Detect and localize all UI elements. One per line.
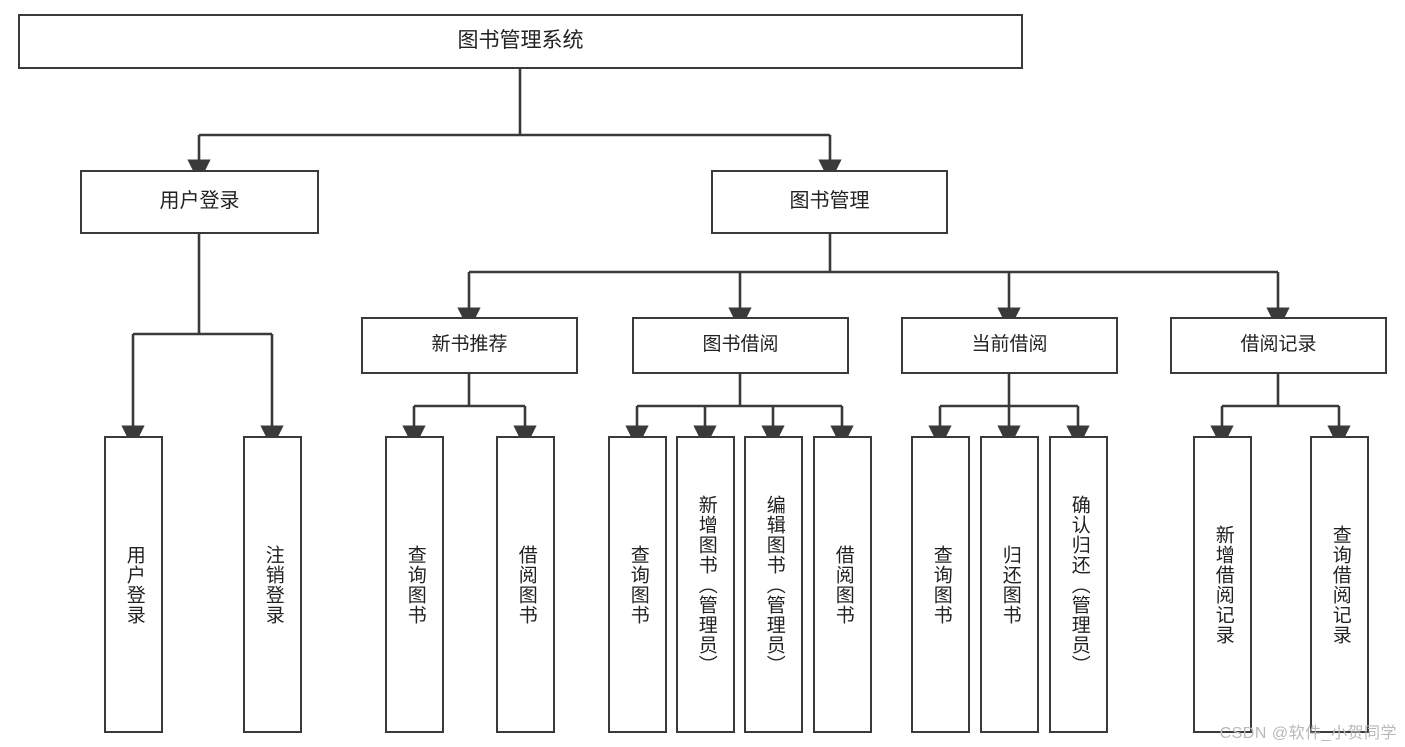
node-leaf-return-book-label: 归还图书 xyxy=(999,544,1021,625)
node-leaf-borrow-book-1-label: 借阅图书 xyxy=(515,544,537,625)
node-leaf-borrow-book-1[interactable]: 借阅图书 xyxy=(496,436,555,733)
node-leaf-query-record[interactable]: 查询借阅记录 xyxy=(1310,436,1369,733)
node-leaf-return-book[interactable]: 归还图书 xyxy=(980,436,1039,733)
node-current-borrow-label: 当前借阅 xyxy=(971,334,1048,356)
node-leaf-logout-label: 注销登录 xyxy=(262,544,284,625)
node-leaf-add-book-label: 新增图书（管理员） xyxy=(695,494,717,675)
node-root[interactable]: 图书管理系统 xyxy=(18,14,1023,69)
node-user-login[interactable]: 用户登录 xyxy=(80,170,319,234)
node-leaf-edit-book-label: 编辑图书（管理员） xyxy=(763,494,785,675)
node-borrow-record[interactable]: 借阅记录 xyxy=(1170,317,1387,374)
node-leaf-confirm-return-label: 确认归还（管理员） xyxy=(1068,494,1090,675)
node-leaf-add-book[interactable]: 新增图书（管理员） xyxy=(676,436,735,733)
watermark: CSDN @软件_小贺同学 xyxy=(1219,725,1397,742)
node-leaf-add-record-label: 新增借阅记录 xyxy=(1212,524,1234,645)
node-leaf-query-book-3[interactable]: 查询图书 xyxy=(911,436,970,733)
node-current-borrow[interactable]: 当前借阅 xyxy=(901,317,1118,374)
node-leaf-borrow-book-2-label: 借阅图书 xyxy=(832,544,854,625)
node-leaf-user-login[interactable]: 用户登录 xyxy=(104,436,163,733)
node-borrow-record-label: 借阅记录 xyxy=(1240,334,1317,356)
node-book-manage[interactable]: 图书管理 xyxy=(711,170,948,234)
node-root-label: 图书管理系统 xyxy=(457,29,584,53)
node-book-borrow-label: 图书借阅 xyxy=(702,334,779,356)
node-new-book-recommend-label: 新书推荐 xyxy=(431,334,508,356)
node-user-login-label: 用户登录 xyxy=(159,190,240,213)
node-leaf-edit-book[interactable]: 编辑图书（管理员） xyxy=(744,436,803,733)
node-book-manage-label: 图书管理 xyxy=(789,190,870,213)
node-leaf-logout[interactable]: 注销登录 xyxy=(243,436,302,733)
node-leaf-query-book-2[interactable]: 查询图书 xyxy=(608,436,667,733)
node-leaf-add-record[interactable]: 新增借阅记录 xyxy=(1193,436,1252,733)
node-leaf-query-record-label: 查询借阅记录 xyxy=(1329,524,1351,645)
node-leaf-query-book-2-label: 查询图书 xyxy=(627,544,649,625)
node-leaf-user-login-label: 用户登录 xyxy=(123,544,145,625)
node-leaf-confirm-return[interactable]: 确认归还（管理员） xyxy=(1049,436,1108,733)
node-leaf-borrow-book-2[interactable]: 借阅图书 xyxy=(813,436,872,733)
node-new-book-recommend[interactable]: 新书推荐 xyxy=(361,317,578,374)
node-leaf-query-book-1-label: 查询图书 xyxy=(404,544,426,625)
node-leaf-query-book-1[interactable]: 查询图书 xyxy=(385,436,444,733)
node-book-borrow[interactable]: 图书借阅 xyxy=(632,317,849,374)
node-leaf-query-book-3-label: 查询图书 xyxy=(930,544,952,625)
